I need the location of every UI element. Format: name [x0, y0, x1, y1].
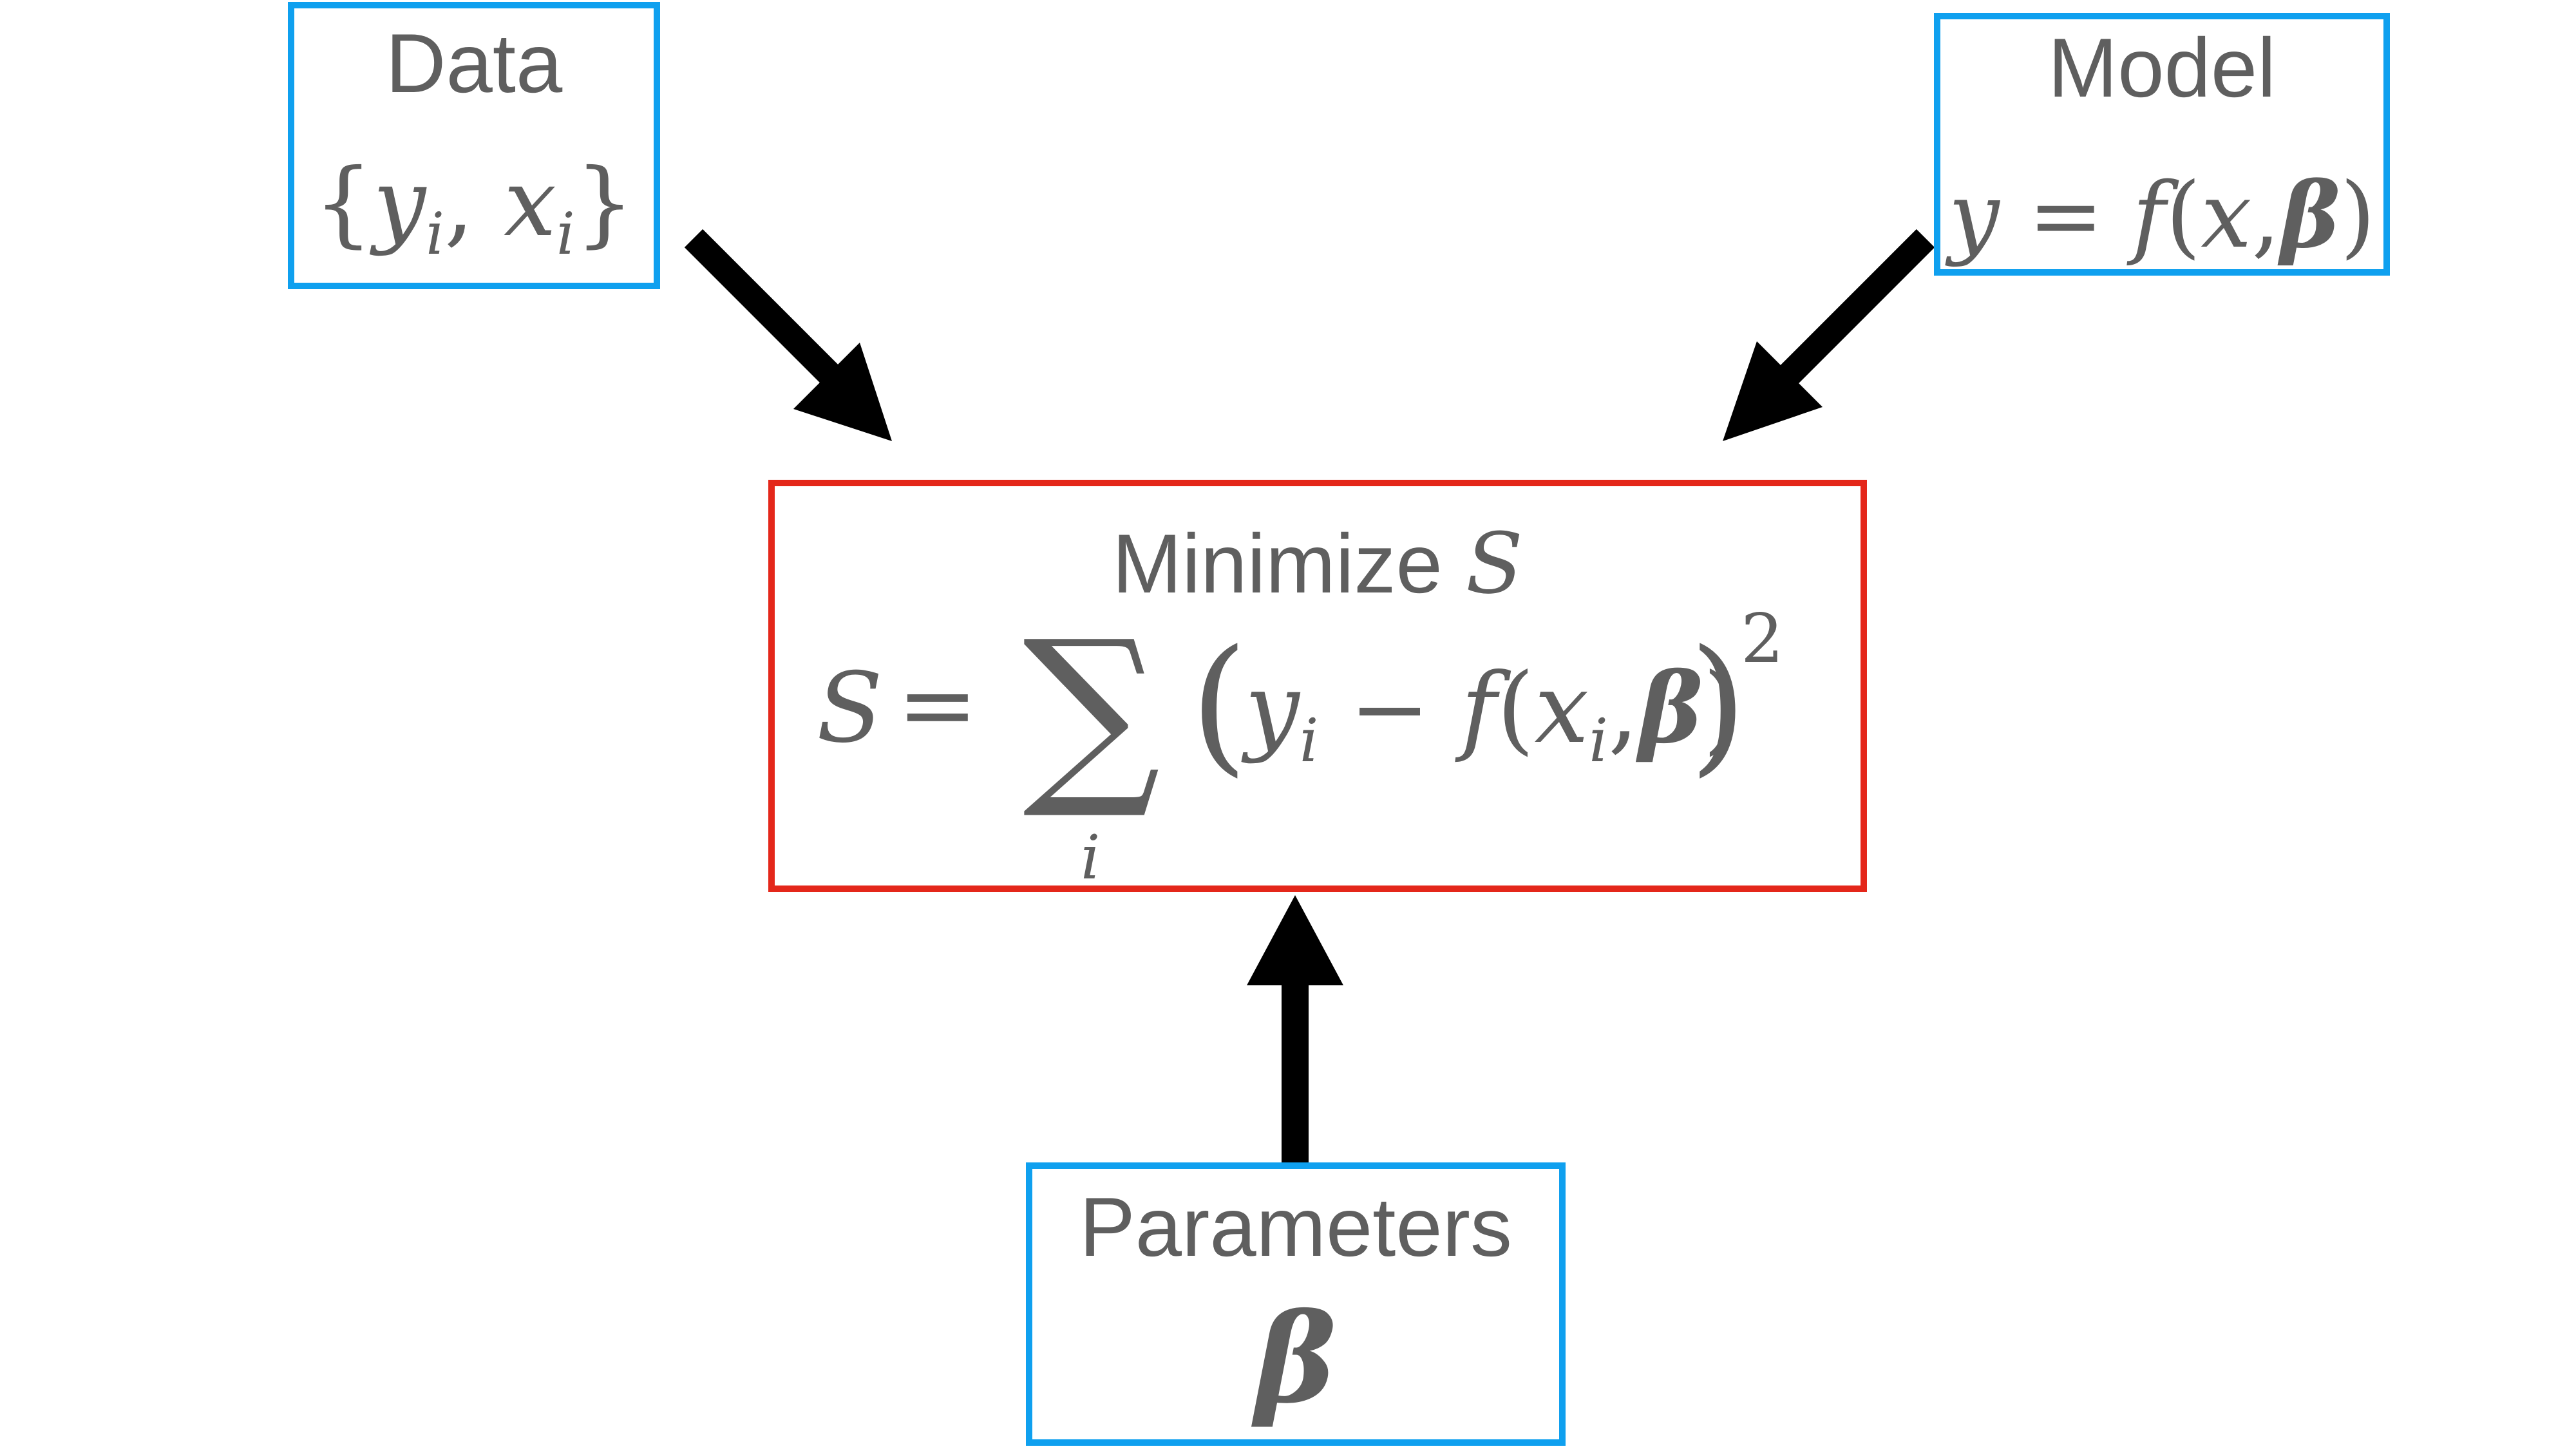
- model-comma: ,: [2251, 164, 2280, 269]
- data-open-brace: {: [314, 149, 374, 258]
- model-expression: y = f(x,β): [1937, 171, 2387, 261]
- formula-beta: β: [1638, 652, 1703, 765]
- data-title: Data: [385, 16, 563, 110]
- model-f: f: [2132, 164, 2166, 269]
- formula-sum-sign: ∑: [1023, 599, 1161, 824]
- formula-y-index: i: [1299, 705, 1319, 775]
- parameters-beta-symbol: β: [1255, 1287, 1337, 1430]
- data-y: y: [373, 149, 426, 258]
- formula-exponent: 2: [1741, 600, 1784, 678]
- data-x: x: [504, 149, 556, 258]
- arrow-data-to-objective: [684, 229, 892, 441]
- data-close-brace: }: [574, 149, 634, 258]
- parameters-box: Parameters β: [1026, 1162, 1566, 1446]
- parameters-title: Parameters: [1079, 1180, 1512, 1274]
- model-title: Model: [2047, 21, 2277, 115]
- data-box: Data {yi, xi}: [288, 2, 660, 289]
- objective-title: Minimize S: [775, 522, 1861, 605]
- objective-title-variable: S: [1465, 515, 1523, 612]
- formula-f: f: [1461, 653, 1497, 765]
- formula-inner-open-paren: (: [1497, 653, 1535, 765]
- formula-sum-index: i: [1081, 822, 1101, 893]
- formula-x: x: [1534, 653, 1589, 765]
- data-x-index: i: [556, 200, 575, 268]
- model-x: x: [2201, 164, 2252, 269]
- formula-lhs-s: S: [817, 652, 883, 764]
- formula-open-paren: (: [1190, 619, 1248, 791]
- model-open-paren: (: [2165, 164, 2201, 269]
- formula-x-index: i: [1589, 705, 1608, 775]
- formula-minus: −: [1349, 653, 1430, 765]
- data-y-index: i: [426, 200, 444, 268]
- model-equals: =: [2028, 164, 2104, 269]
- formula-equals: =: [897, 649, 978, 761]
- formula-y: y: [1245, 653, 1300, 765]
- formula-close-paren: ): [1689, 619, 1747, 791]
- model-box: Model y = f(x,β): [1934, 13, 2390, 276]
- model-close-paren: ): [2340, 164, 2376, 269]
- formula-inner-close-paren: ): [1703, 653, 1741, 765]
- formula-comma: ,: [1607, 653, 1639, 765]
- arrow-model-to-objective: [1723, 229, 1935, 441]
- arrow-parameters-to-objective: [1247, 895, 1343, 1162]
- model-beta: β: [2280, 163, 2340, 269]
- data-expression: {yi, xi}: [294, 156, 654, 264]
- objective-title-text: Minimize: [1112, 516, 1443, 611]
- model-y: y: [1948, 164, 2000, 269]
- formula-body: yi − f(xi,β): [1245, 660, 1741, 771]
- objective-box: Minimize S S = ∑ i ( yi − f(xi,β) ) 2: [768, 480, 1867, 892]
- data-comma: ,: [444, 149, 475, 258]
